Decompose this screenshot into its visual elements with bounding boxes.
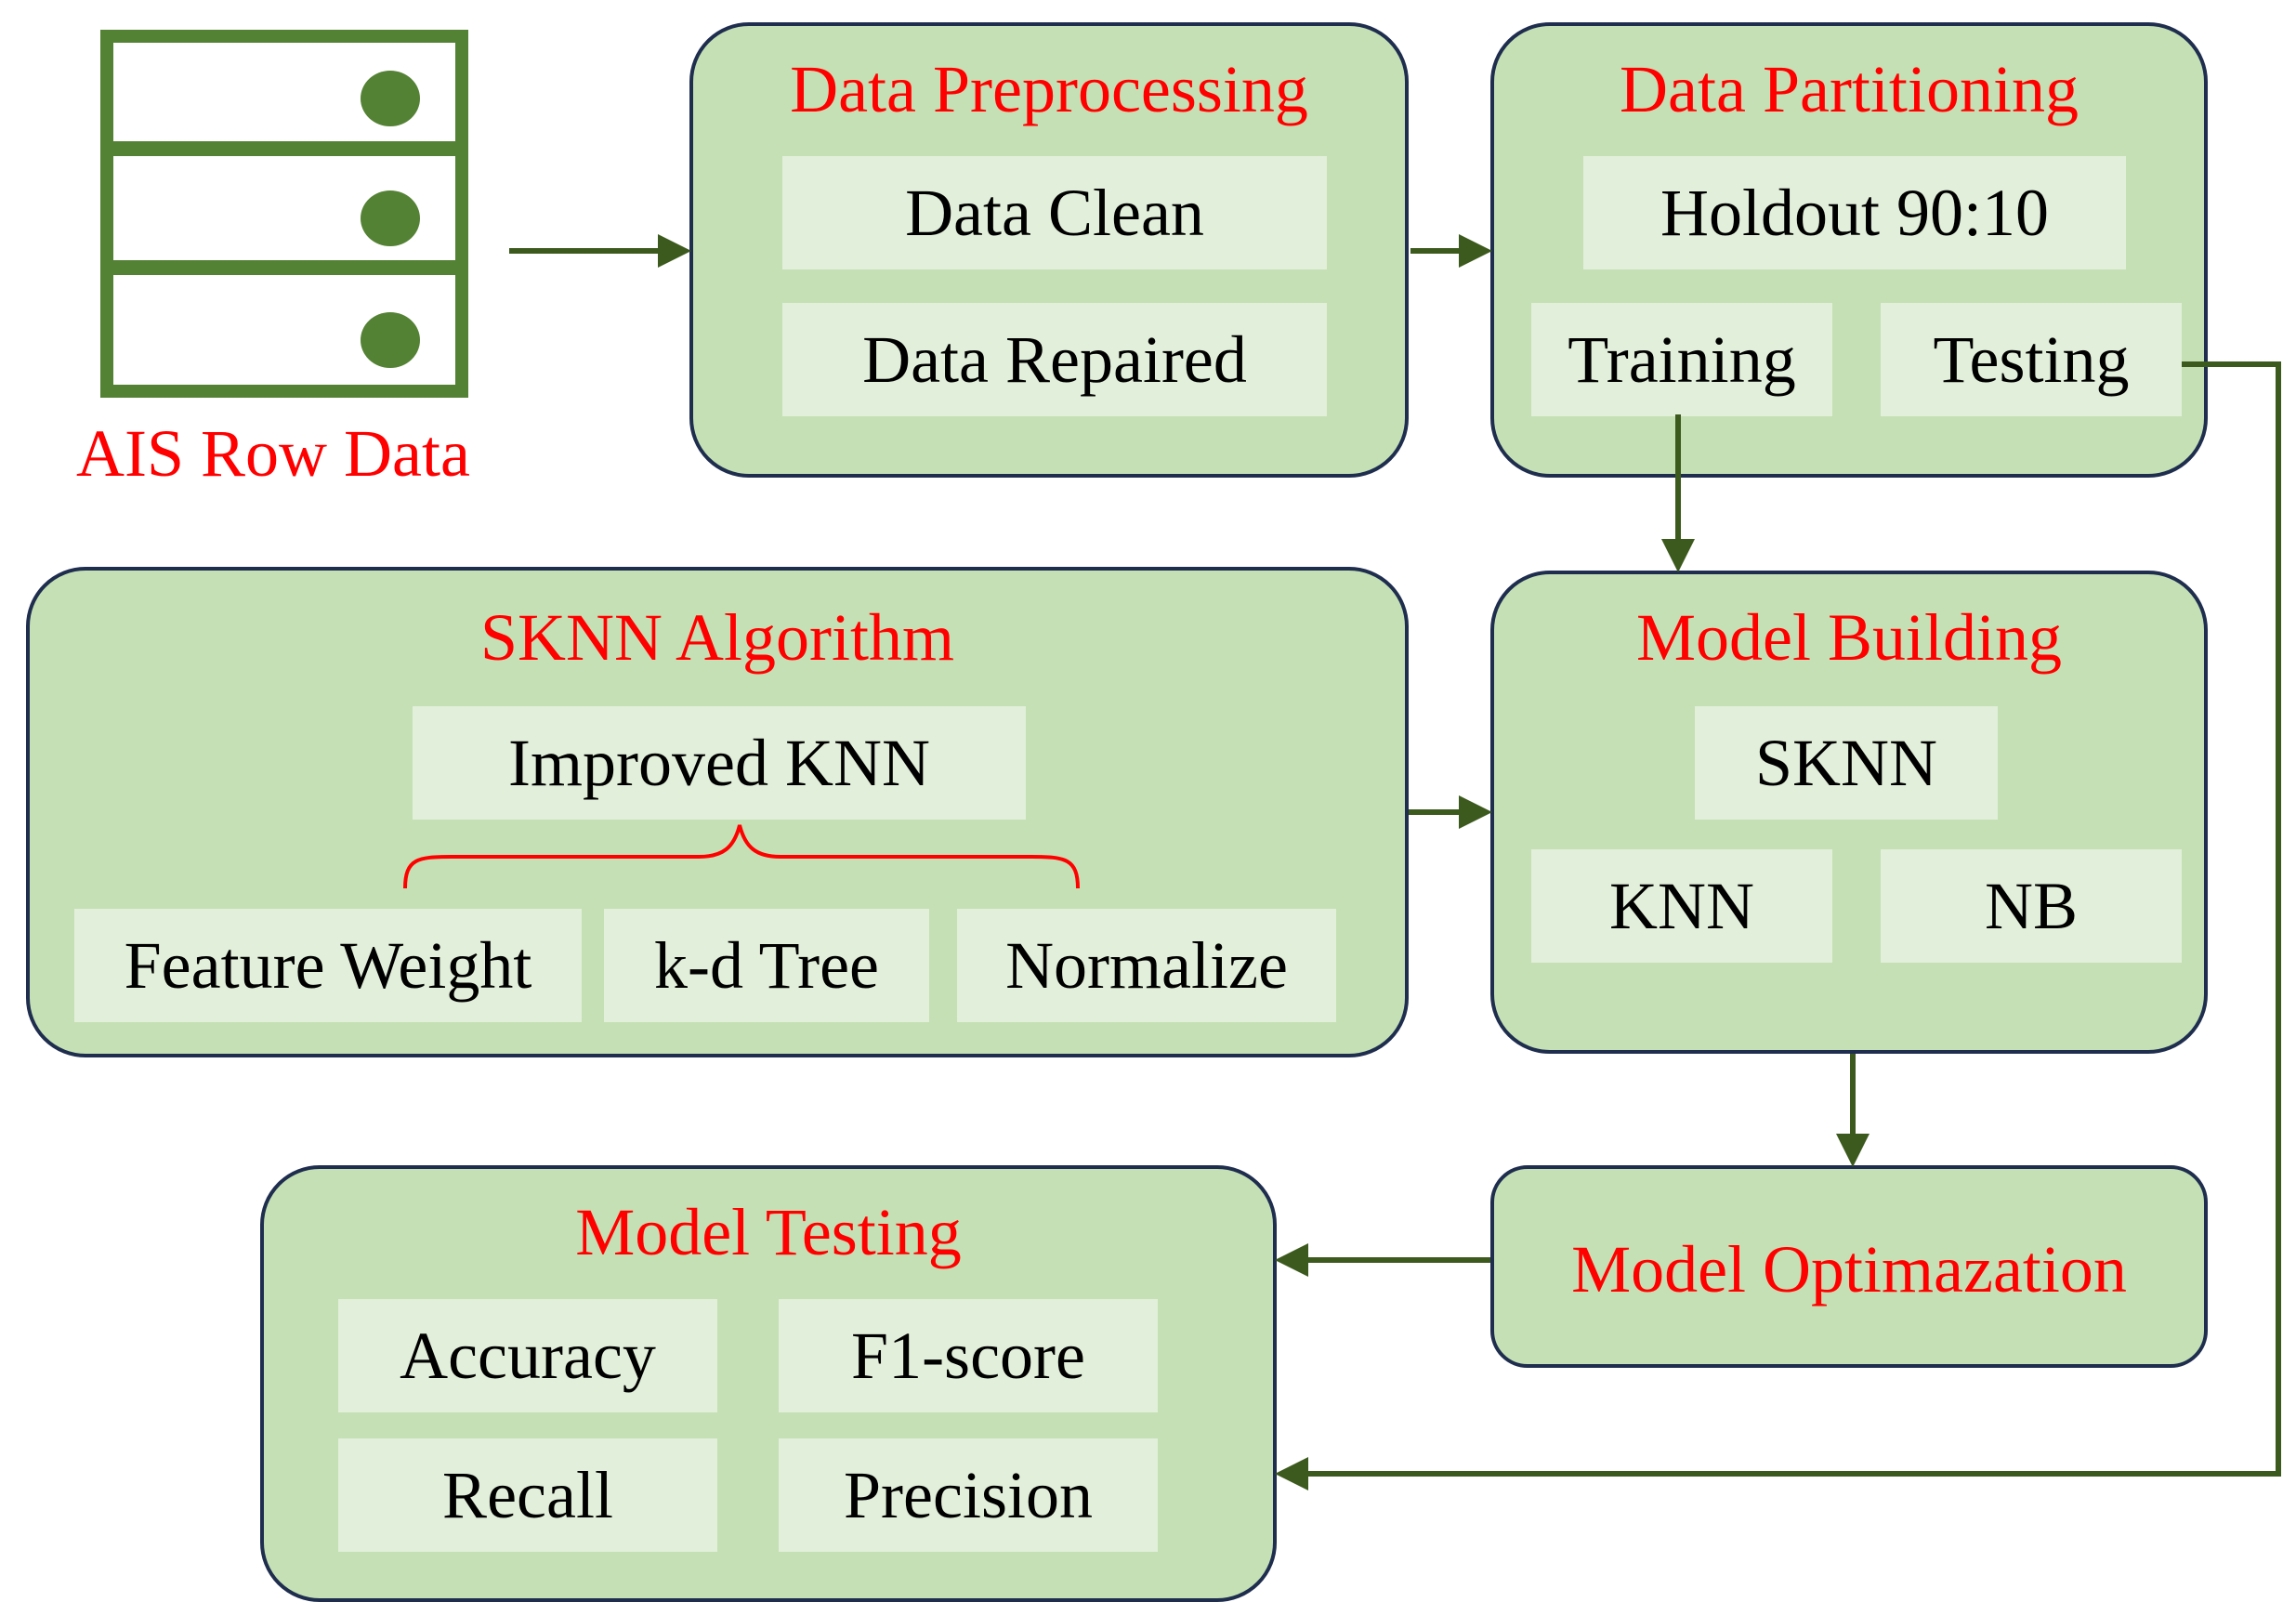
- holdout-split-item: Holdout 90:10: [1583, 156, 2126, 269]
- precision-item: Precision: [779, 1438, 1158, 1552]
- model-optimization-panel: Model Optimazation: [1490, 1165, 2208, 1368]
- model-building-panel: Model Building SKNN KNN NB: [1490, 571, 2208, 1054]
- testing-item: Testing: [1881, 303, 2182, 416]
- source-label: AIS Row Data: [76, 416, 470, 491]
- nb-model-item: NB: [1881, 849, 2182, 963]
- training-item: Training: [1531, 303, 1832, 416]
- sknn-algorithm-title: SKNN Algorithm: [479, 600, 955, 675]
- recall-item: Recall: [338, 1438, 717, 1552]
- data-preprocessing-title: Data Preprocessing: [790, 52, 1308, 126]
- kd-tree-item: k-d Tree: [604, 909, 929, 1022]
- accuracy-item: Accuracy: [338, 1299, 717, 1412]
- curly-brace: [403, 824, 1080, 889]
- normalize-item: Normalize: [957, 909, 1336, 1022]
- f1-score-item: F1-score: [779, 1299, 1158, 1412]
- improved-knn-item: Improved KNN: [413, 706, 1026, 820]
- sknn-algorithm-panel: SKNN Algorithm Improved KNN Feature Weig…: [26, 567, 1409, 1057]
- knn-model-item: KNN: [1531, 849, 1832, 963]
- data-partitioning-title: Data Partitioning: [1620, 52, 2079, 126]
- data-repaired-item: Data Repaired: [782, 303, 1327, 416]
- data-partitioning-panel: Data Partitioning Holdout 90:10 Training…: [1490, 22, 2208, 478]
- model-testing-title: Model Testing: [575, 1195, 962, 1269]
- model-building-title: Model Building: [1635, 600, 2062, 675]
- data-clean-item: Data Clean: [782, 156, 1327, 269]
- model-testing-panel: Model Testing Accuracy F1-score Recall P…: [260, 1165, 1277, 1602]
- arrow-testing-data-to-model-testing: [1275, 361, 2281, 1490]
- database-server-icon: [98, 28, 470, 400]
- feature-weight-item: Feature Weight: [74, 909, 582, 1022]
- model-optimization-title: Model Optimazation: [1571, 1232, 2127, 1306]
- data-preprocessing-panel: Data Preprocessing Data Clean Data Repai…: [689, 22, 1409, 478]
- sknn-model-item: SKNN: [1695, 706, 1998, 820]
